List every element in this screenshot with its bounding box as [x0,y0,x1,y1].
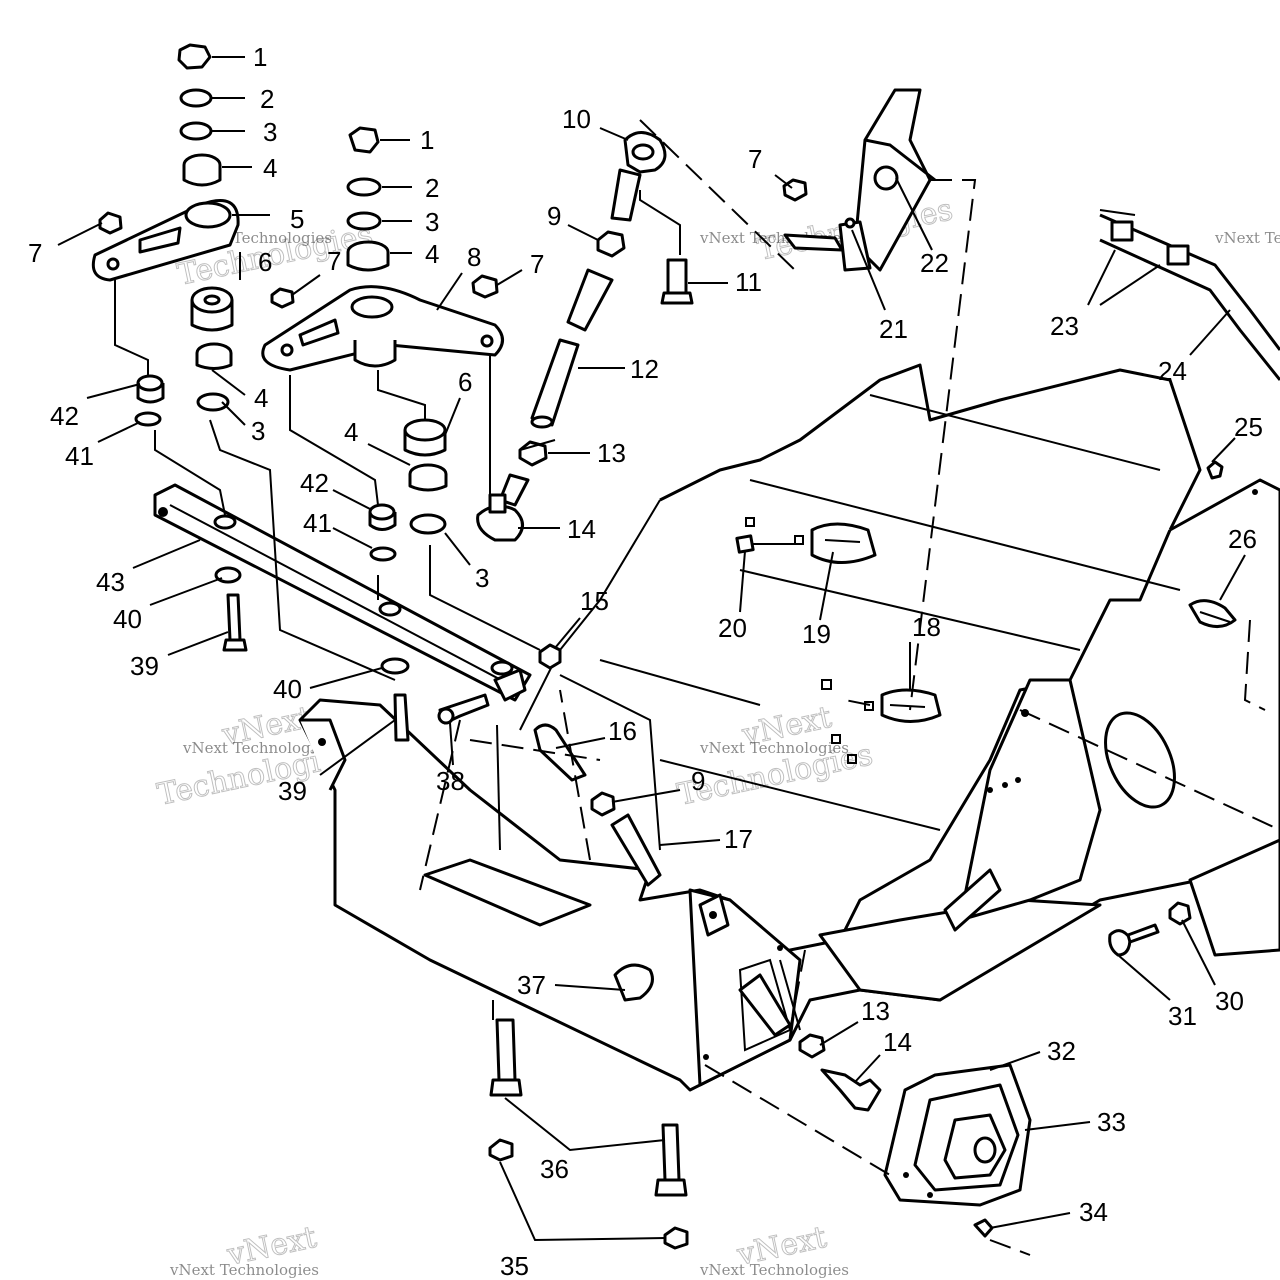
callout-26: 26 [1228,524,1257,554]
watermark-group: vNext Technologies vNext Technologies vN… [154,192,1280,1279]
callout-42: 42 [50,401,79,431]
callout-21: 21 [879,314,908,344]
callout-10: 10 [562,104,591,134]
callout-4: 4 [254,383,268,413]
callout-24: 24 [1158,356,1187,386]
callout-5: 5 [290,204,304,234]
callout-15: 15 [580,586,609,616]
callout-19: 19 [802,619,831,649]
callout-17: 17 [724,824,753,854]
bottom-hardware [488,963,1032,1250]
right-hardware [1108,460,1237,957]
leader-lines [57,56,1246,1242]
callout-7: 7 [327,246,341,276]
watermark-text: vNext Technologies [699,1261,849,1279]
callout-13: 13 [597,438,626,468]
callout-1: 1 [253,42,267,72]
callout-3: 3 [251,416,265,446]
callout-14: 14 [567,514,596,544]
callout-3: 3 [425,207,439,237]
callout-9: 9 [691,766,705,796]
callout-38: 38 [436,766,465,796]
callout-41: 41 [65,441,94,471]
front-frame [298,363,1280,1092]
center-arm-hardware [261,126,504,562]
callout-23: 23 [1050,311,1079,341]
callout-22: 22 [920,248,949,278]
watermark-text: vNext Technologies [1214,229,1280,247]
callout-3: 3 [263,117,277,147]
callout-1: 1 [420,125,434,155]
connector-lines [114,190,1136,1031]
callout-7: 7 [748,144,762,174]
callout-34: 34 [1079,1197,1108,1227]
callout-7: 7 [28,238,42,268]
left-bolts [214,566,248,652]
callout-40: 40 [273,674,302,704]
callout-42: 42 [300,468,329,498]
callout-4: 4 [263,153,277,183]
callout-7: 7 [530,249,544,279]
callout-labels: 1 2 3 4 5 6 7 1 2 3 4 7 8 7 10 9 11 12 1… [28,42,1263,1280]
callout-37: 37 [517,970,546,1000]
middle-hardware [380,517,942,887]
tie-rod [153,483,532,702]
callout-18: 18 [912,612,941,642]
callout-36: 36 [540,1154,569,1184]
callout-11: 11 [735,267,762,297]
callout-13: 13 [861,996,890,1026]
callout-16: 16 [608,716,637,746]
callout-35: 35 [500,1251,529,1280]
callout-30: 30 [1215,986,1244,1016]
callout-33: 33 [1097,1107,1126,1137]
steering-post [838,88,936,272]
callout-6: 6 [458,367,472,397]
callout-6: 6 [258,247,272,277]
watermark-text: vNext Technologies [169,1261,319,1279]
callout-2: 2 [260,84,274,114]
callout-2: 2 [425,173,439,203]
drag-link [476,131,856,542]
callout-20: 20 [718,613,747,643]
callout-39: 39 [130,651,159,681]
assembly-lines [419,119,1280,1256]
callout-39: 39 [278,776,307,806]
callout-14: 14 [883,1027,912,1057]
callout-4: 4 [425,239,439,269]
callout-3: 3 [475,563,489,593]
callout-32: 32 [1047,1036,1076,1066]
watermark-text: vNext Technologies [699,739,849,757]
watermark-text: vNext Technologies [182,739,332,757]
callout-12: 12 [630,354,659,384]
callout-25: 25 [1234,412,1263,442]
callout-31: 31 [1168,1001,1197,1031]
callout-9: 9 [547,201,561,231]
callout-41: 41 [303,508,332,538]
callout-4: 4 [344,417,358,447]
callout-8: 8 [467,242,481,272]
left-arm-hardware [91,43,240,427]
callout-40: 40 [113,604,142,634]
callout-43: 43 [96,567,125,597]
